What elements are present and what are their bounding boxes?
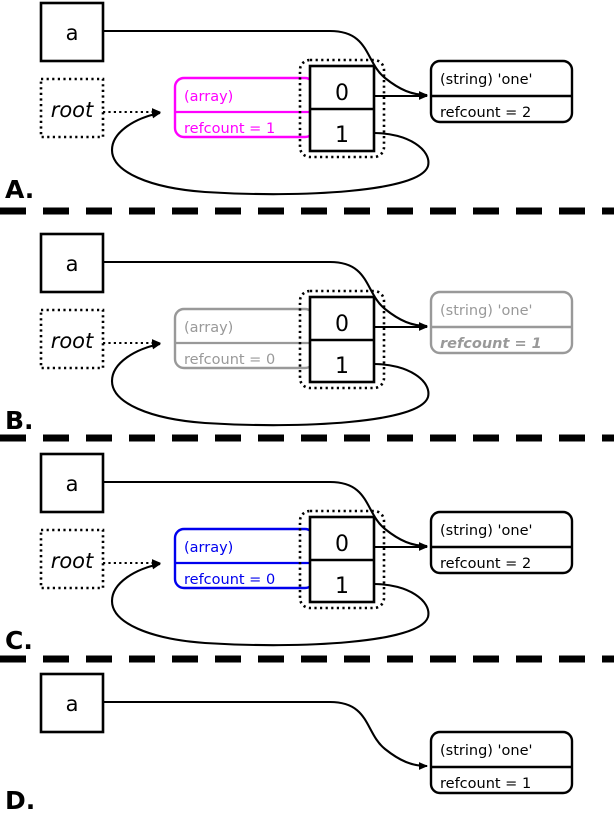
string-zval-type: (string) 'one' <box>440 303 533 319</box>
array-cell-key-1: 1 <box>335 574 349 599</box>
edge-a-to-string <box>103 260 428 330</box>
array-cells: 0 1 <box>308 515 376 604</box>
root-box: root <box>39 77 105 139</box>
array-zval-type: (array) <box>184 320 233 336</box>
array-zval-refcount: refcount = 0 <box>184 572 275 588</box>
variable-box-a: a <box>39 232 105 294</box>
edge-cell1-to-array-loop <box>110 341 430 427</box>
root-box-label: root <box>51 98 94 122</box>
array-cells: 0 1 <box>308 64 376 153</box>
edge-cell1-to-array-loop <box>110 110 430 196</box>
panel-label-b: B. <box>5 406 34 435</box>
array-zval-type: (array) <box>184 540 233 556</box>
array-zval-type: (array) <box>184 89 233 105</box>
array-zval-refcount: refcount = 1 <box>184 121 275 137</box>
string-zval-box: (string) 'one' refcount = 2 <box>429 59 574 124</box>
variable-box-a: a <box>39 1 105 63</box>
string-zval-type: (string) 'one' <box>440 523 533 539</box>
panel-label-c: C. <box>5 626 33 655</box>
array-cells: 0 1 <box>308 295 376 384</box>
array-zval-box: (array) refcount = 0 <box>173 527 316 590</box>
array-cell-key-1: 1 <box>335 354 349 379</box>
array-cells-outline <box>298 509 386 610</box>
array-cell-key-0: 0 <box>335 312 349 337</box>
variable-box-a: a <box>39 452 105 514</box>
edge-a-to-string <box>103 29 428 99</box>
string-zval-box: (string) 'one' refcount = 1 <box>429 730 574 795</box>
string-zval-box: (string) 'one' refcount = 1 <box>429 290 574 355</box>
panel-d: a (string) 'one' refcount = 1 D. <box>5 672 574 814</box>
string-zval-refcount: refcount = 2 <box>440 556 531 572</box>
string-zval-box: (string) 'one' refcount = 2 <box>429 510 574 575</box>
array-zval-refcount: refcount = 0 <box>184 352 275 368</box>
root-box: root <box>39 528 105 590</box>
root-box-label: root <box>51 329 94 353</box>
variable-box-a: a <box>39 672 105 734</box>
edge-a-to-string <box>103 700 428 770</box>
panel-label-a: A. <box>5 175 34 204</box>
array-cells-outline <box>298 58 386 159</box>
array-cell-key-1: 1 <box>335 123 349 148</box>
edge-cell1-to-array-loop <box>110 561 430 647</box>
array-cells-outline <box>298 289 386 390</box>
panel-c: a root (array) refcount = 0 0 1 (string) <box>5 452 574 655</box>
array-zval-box: (array) refcount = 1 <box>173 76 316 139</box>
variable-box-label: a <box>66 472 79 496</box>
panel-b: a root (array) refcount = 0 0 1 (string) <box>5 232 574 435</box>
panel-label-d: D. <box>5 786 35 814</box>
string-zval-type: (string) 'one' <box>440 72 533 88</box>
array-cell-key-0: 0 <box>335 81 349 106</box>
variable-box-label: a <box>66 21 79 45</box>
variable-box-label: a <box>66 692 79 716</box>
string-zval-refcount: refcount = 1 <box>440 336 542 352</box>
array-zval-box: (array) refcount = 0 <box>173 307 316 370</box>
panel-a: a root (array) refcount = 1 0 1 <box>5 1 574 204</box>
array-cell-key-0: 0 <box>335 532 349 557</box>
string-zval-refcount: refcount = 1 <box>440 776 531 792</box>
root-box-label: root <box>51 549 94 573</box>
edge-a-to-string <box>103 480 428 550</box>
string-zval-refcount: refcount = 2 <box>440 105 531 121</box>
string-zval-type: (string) 'one' <box>440 743 533 759</box>
variable-box-label: a <box>66 252 79 276</box>
root-box: root <box>39 308 105 370</box>
